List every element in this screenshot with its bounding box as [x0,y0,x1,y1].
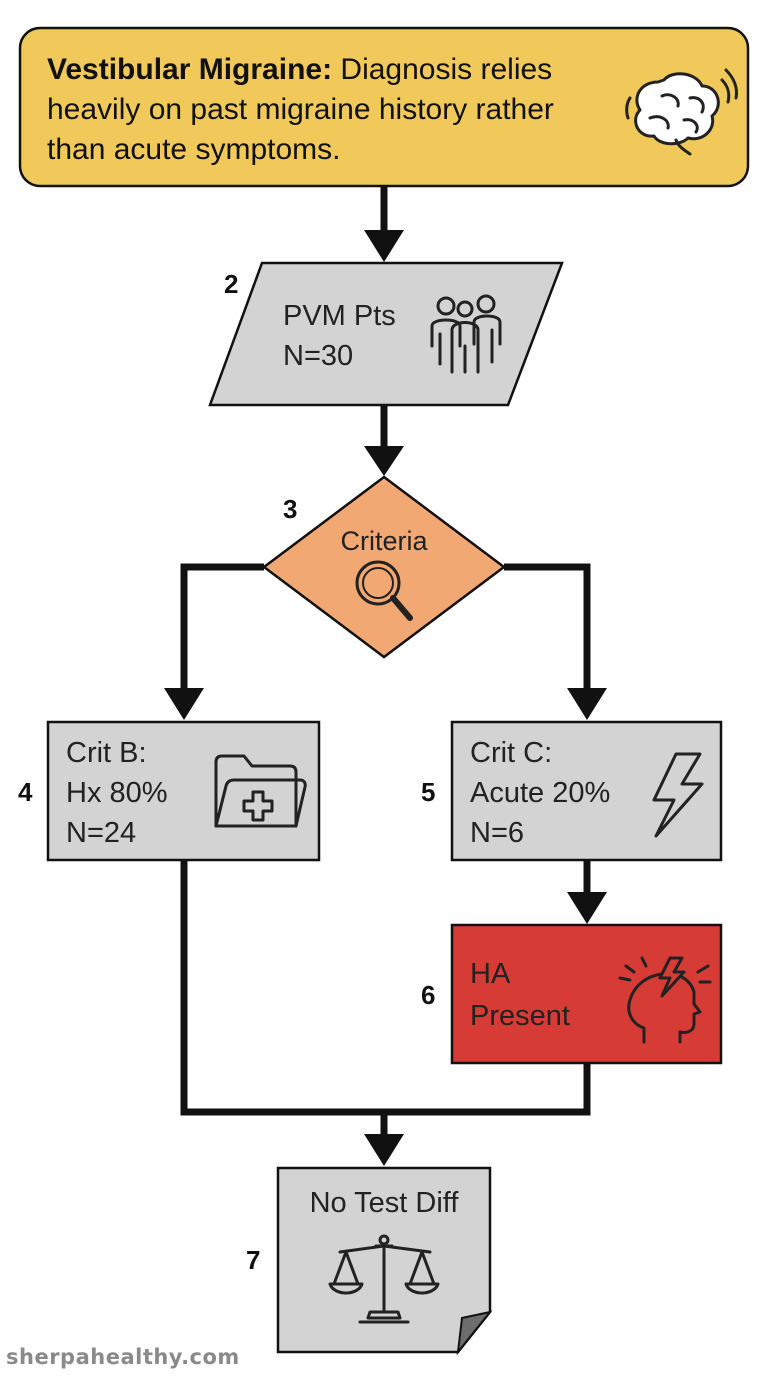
node-4-line2: Hx 80% [66,777,168,809]
arrowhead-to-3 [364,446,404,476]
arrowhead-to-4 [164,688,204,720]
headache-icon [618,956,712,1044]
svg-text:Vestibular Migraine: Diagnosis: Vestibular Migraine: Diagnosis relies [47,53,552,86]
node-7-label: No Test Diff [310,1187,460,1219]
step-number-4: 4 [18,777,33,807]
node-5-line3: N=6 [470,817,524,849]
node-criteria-decision: 3 Criteria [261,475,507,659]
header-callout: Vestibular Migraine: Diagnosis relies he… [18,26,750,188]
header-line2: heavily on past migraine history rather [47,93,554,126]
node-no-test-difference: 7 No Test Diff [246,1166,493,1356]
node-5-line1: Crit C: [470,737,552,769]
people-group-icon [430,294,502,374]
connector-3-4 [180,563,264,690]
magnifier-icon [355,560,413,621]
balance-scale-icon [328,1234,440,1324]
node-5-line2: Acute 20% [470,777,610,809]
arrowhead-to-2 [364,230,404,262]
medical-folder-icon [214,754,307,828]
step-number-6: 6 [421,980,435,1010]
header-title: Vestibular Migraine: [47,53,332,86]
node-2-line2: N=30 [283,340,353,372]
site-watermark: sherpahealthy.com [6,1345,240,1369]
node-6-line1: HA [470,958,511,990]
arrowhead-to-6 [567,892,607,924]
node-4-line1: Crit B: [66,737,147,769]
arrowheads [164,230,607,1166]
brain-icon [625,68,738,156]
node-3-label: Criteria [340,526,428,556]
node-2-line1: PVM Pts [283,300,396,332]
arrowhead-to-5 [567,688,607,720]
header-line3: than acute symptoms. [47,133,340,166]
lightning-icon [652,752,704,838]
node-6-line2: Present [470,1000,570,1032]
node-pvm-patients: 2 PVM Pts N=30 [208,261,564,407]
arrowhead-to-7 [364,1134,404,1166]
header-line1-rest: Diagnosis relies [332,53,552,86]
step-number-7: 7 [246,1245,260,1275]
node-criterion-b: 4 Crit B: Hx 80% N=24 [18,720,321,862]
step-number-2: 2 [224,269,238,299]
step-number-3: 3 [283,494,297,524]
connector-3-5 [504,563,591,690]
node-criterion-c: 5 Crit C: Acute 20% N=6 [421,720,723,862]
node-headache-present: 6 HA Present [421,923,723,1065]
node-4-line3: N=24 [66,817,136,849]
connectors [180,186,591,1136]
step-number-5: 5 [421,777,435,807]
